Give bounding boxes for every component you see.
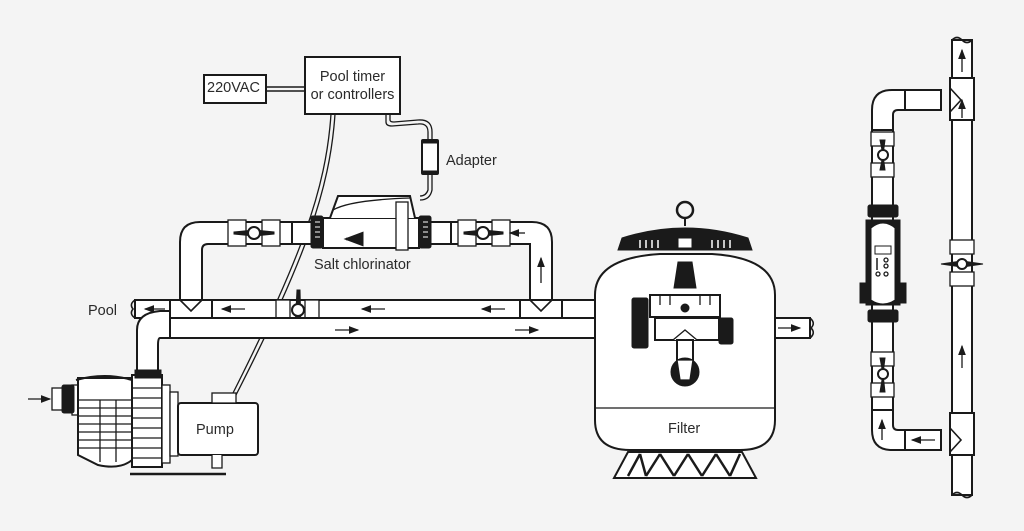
filter-tank: [594, 200, 776, 479]
adapter-label: Adapter: [446, 153, 497, 169]
pump-unit: [28, 369, 259, 476]
bypass-valve-left: [227, 219, 281, 247]
pool-return-pipe: [130, 299, 626, 319]
filter-label: Filter: [668, 421, 701, 437]
power-source-label: 220VAC: [207, 80, 260, 96]
controller-box: [304, 56, 401, 115]
controller-label-line2: or controllers: [310, 87, 395, 103]
vertical-installation: [859, 36, 984, 499]
pool-label: Pool: [88, 303, 118, 319]
pump-cable: [231, 113, 336, 396]
salt-chlorinator-unit: [310, 195, 432, 251]
power-source-box: [203, 74, 267, 104]
bypass-valve-right: [457, 219, 525, 247]
pump-label: Pump: [196, 422, 234, 438]
chlorinator-label: Salt chlorinator: [314, 257, 411, 273]
adapter-cable: [385, 114, 433, 140]
vertical-chlorinator: [859, 204, 907, 323]
controller-label: Pool timer or controllers: [305, 68, 400, 104]
adapter-icon: [419, 139, 439, 201]
power-cable: [266, 86, 305, 92]
controller-label-line1: Pool timer: [319, 69, 386, 85]
